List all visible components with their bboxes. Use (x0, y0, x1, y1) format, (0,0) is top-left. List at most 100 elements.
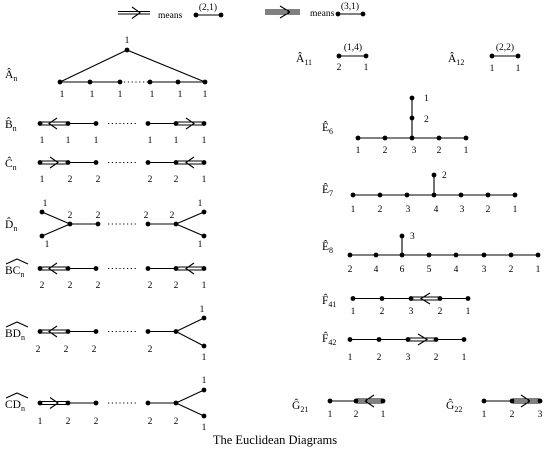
node-label: 2 (92, 345, 97, 355)
diagram-node (336, 53, 342, 59)
diagram-edge (126, 49, 206, 83)
node-label: 3 (412, 146, 417, 156)
node-label: 1 (462, 353, 467, 363)
diagram-node (145, 121, 151, 126)
diagram-node (327, 398, 333, 404)
diagram-node (145, 221, 151, 227)
diagram-node (404, 192, 410, 198)
hat-CD (5, 392, 29, 399)
node-label: 2 (68, 211, 73, 221)
diagram-node (93, 160, 99, 165)
diagram-node (489, 53, 495, 59)
hat-BC (5, 258, 29, 265)
node-label: 1 (40, 175, 45, 185)
node-label: 1 (202, 281, 207, 291)
node-label: 1 (536, 265, 541, 275)
node-label: 2 (383, 146, 388, 156)
node-label: 2 (68, 281, 73, 291)
legend-pair-31: (3,1) (341, 1, 359, 12)
name-A-12: Â12 (448, 51, 464, 67)
name-G-21: Ĝ21 (292, 398, 308, 414)
node-label: 2 (380, 307, 385, 317)
diagram-node (173, 400, 179, 406)
name-A-11: Â11 (296, 51, 312, 67)
diagram-node (37, 400, 43, 406)
figure-caption: The Euclidean Diagrams (213, 433, 337, 447)
diagram-name-part: F̂ (322, 293, 328, 307)
diagram-edge (185, 262, 195, 275)
diagram-node (431, 192, 437, 198)
diagram-C-n: Ĉn 1 2 2 2 2 1 (5, 156, 207, 185)
node-label: 1 (351, 205, 356, 215)
diagram-node (363, 53, 369, 59)
diagram-node (373, 252, 379, 258)
node-label: 1 (203, 90, 208, 100)
diagram-node (512, 192, 518, 198)
diagram-edge (48, 262, 58, 275)
diagram-node (202, 79, 208, 85)
diagram-name-part: 11 (304, 58, 312, 67)
diagram-node (147, 79, 153, 85)
node-label: 1 (198, 199, 203, 209)
node-label: 4 (454, 265, 459, 275)
diagram-name-part: Ê (322, 239, 329, 253)
diagram-node (463, 135, 469, 141)
node-label: 1 (178, 90, 183, 100)
diagram-E-6: Ê6 1 2 3 2 1 2 1 (322, 94, 469, 156)
node-label: 1 (94, 136, 99, 146)
diagram-node (353, 398, 359, 404)
diagram-BD-n: BDn 2 2 2 2 1 1 (5, 305, 207, 363)
diagram-node (37, 329, 43, 334)
diagram-edge (41, 211, 71, 225)
node-label: 1 (348, 353, 353, 363)
node-label: 1 (364, 63, 369, 73)
node-label: 1 (202, 353, 207, 363)
node-label: 1 (60, 90, 65, 100)
node-label: 1 (516, 64, 521, 74)
node-label: 2 (170, 211, 175, 221)
diagram-node (508, 252, 514, 258)
diagram-node (175, 79, 181, 85)
diagram-node (201, 160, 207, 165)
diagram-name-part: 42 (328, 338, 336, 347)
diagram-B-n: B̂n 1 1 1 1 1 1 (5, 117, 207, 146)
diagram-name-part: Ê (322, 182, 329, 196)
node-label: 1 (464, 146, 469, 156)
diagram-node (201, 121, 207, 126)
diagram-edge (175, 223, 205, 237)
diagram-node (173, 121, 179, 126)
diagram-node (201, 413, 207, 419)
node-label: 1 (118, 90, 123, 100)
diagram-edge (185, 117, 195, 130)
diagram-node (87, 79, 93, 85)
node-label: 2 (148, 345, 153, 355)
node-label: 2 (438, 307, 443, 317)
name-BC-n: BCn (5, 265, 24, 279)
node-label: 4 (434, 205, 439, 215)
hat-BD (5, 321, 29, 328)
name-G-22: Ĝ22 (446, 398, 462, 414)
diagram-name-part: n (20, 270, 24, 279)
node-label: 2 (174, 175, 179, 185)
node-label: 5 (427, 265, 432, 275)
diagram-F-42: F̂42 1 2 3 2 1 (322, 331, 467, 363)
node-label: 2 (64, 345, 69, 355)
node-label: 2 (510, 410, 515, 420)
node-label: 2 (94, 417, 99, 427)
node-label: 2 (148, 417, 153, 427)
diagram-name-part: 12 (456, 58, 464, 67)
node-label: 1 (482, 410, 487, 420)
diagram-node (465, 296, 471, 301)
diagram-edge (175, 317, 205, 332)
node-label: 2 (96, 281, 101, 291)
diagram-node (37, 160, 43, 165)
node-label: (2,2) (496, 42, 514, 53)
diagram-node (65, 266, 71, 271)
node-label: 2 (509, 265, 514, 275)
node-label: 2 (424, 115, 429, 125)
node-label: 2 (442, 171, 447, 181)
diagram-edge (49, 397, 59, 409)
node-label: 1 (174, 136, 179, 146)
diagram-node (57, 79, 63, 85)
diagram-node (436, 135, 442, 141)
